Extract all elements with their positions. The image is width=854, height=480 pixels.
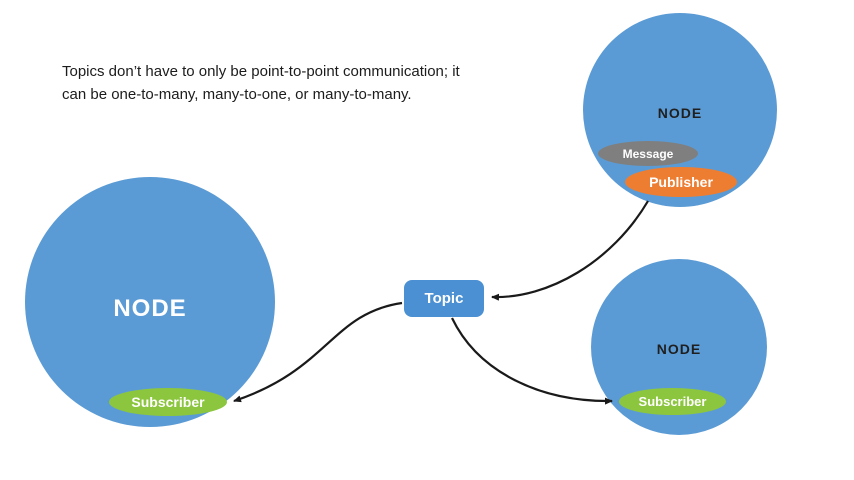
message-badge-label: Message — [622, 146, 674, 161]
subscriber-badge-bottom-right-label: Subscriber — [638, 394, 707, 409]
caption-line-1: Topics don’t have to only be point-to-po… — [62, 63, 460, 80]
subscriber-badge-bottom-right: Subscriber — [619, 388, 726, 415]
caption-line-2: can be one-to-many, many-to-one, or many… — [62, 86, 412, 104]
node-bottom-right-label: NODE — [656, 341, 702, 357]
node-left-label: NODE — [113, 295, 187, 322]
publisher-badge-label: Publisher — [649, 174, 713, 190]
node-top-right-label: NODE — [657, 105, 703, 121]
subscriber-badge-left-label: Subscriber — [131, 394, 205, 410]
message-badge: Message — [598, 141, 698, 166]
caption-text: Topics don’t have to only be point-to-po… — [62, 60, 502, 107]
subscriber-badge-left: Subscriber — [109, 388, 227, 416]
node-left-circle: NODE — [25, 177, 275, 427]
topic-box-label: Topic — [424, 290, 464, 307]
topic-box: Topic — [404, 280, 484, 317]
publisher-badge: Publisher — [625, 167, 737, 197]
arrow-topic-to-bottom-right-subscriber — [451, 317, 613, 405]
